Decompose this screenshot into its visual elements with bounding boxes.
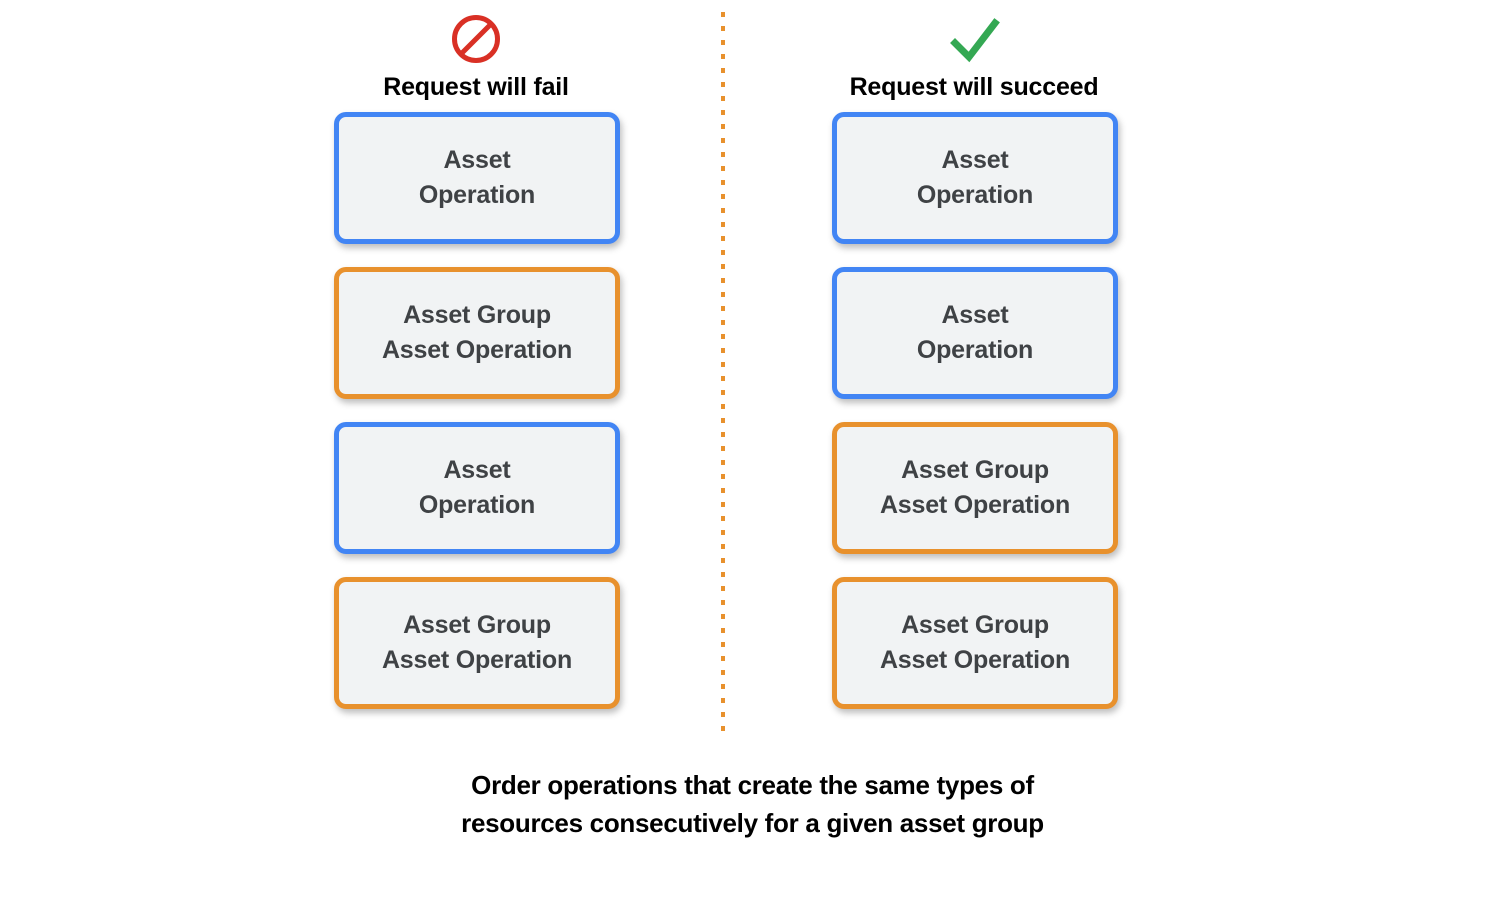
operation-box-label: Asset Group Asset Operation bbox=[381, 610, 573, 675]
operation-box-label: Asset Operation bbox=[916, 300, 1034, 365]
operation-box-label: Asset Operation bbox=[418, 455, 536, 520]
column-header-succeed: Request will succeed bbox=[824, 8, 1124, 102]
operation-box[interactable]: Asset Operation bbox=[832, 112, 1118, 244]
operation-box[interactable]: Asset Operation bbox=[334, 422, 620, 554]
prohibition-icon bbox=[452, 15, 500, 63]
operation-box-label: Asset Group Asset Operation bbox=[879, 455, 1071, 520]
operation-box[interactable]: Asset Group Asset Operation bbox=[832, 577, 1118, 709]
checkmark-icon bbox=[950, 18, 1000, 63]
diagram-caption: Order operations that create the same ty… bbox=[461, 770, 1044, 839]
operation-box[interactable]: Asset Group Asset Operation bbox=[334, 267, 620, 399]
column-header-fail: Request will fail bbox=[326, 8, 626, 102]
operation-box-label: Asset Operation bbox=[418, 145, 536, 210]
operation-box[interactable]: Asset Group Asset Operation bbox=[832, 422, 1118, 554]
operation-list-succeed: Asset Operation Asset Operation Asset Gr… bbox=[832, 112, 1118, 732]
operation-box[interactable]: Asset Operation bbox=[832, 267, 1118, 399]
operation-box[interactable]: Asset Operation bbox=[334, 112, 620, 244]
operation-box-label: Asset Group Asset Operation bbox=[381, 300, 573, 365]
operation-box-label: Asset Operation bbox=[916, 145, 1034, 210]
operation-box-label: Asset Group Asset Operation bbox=[879, 610, 1071, 675]
operation-box[interactable]: Asset Group Asset Operation bbox=[334, 577, 620, 709]
operation-list-fail: Asset Operation Asset Group Asset Operat… bbox=[334, 112, 620, 732]
column-title-succeed: Request will succeed bbox=[849, 73, 1099, 101]
column-divider bbox=[721, 12, 725, 738]
column-title-fail: Request will fail bbox=[383, 73, 569, 101]
